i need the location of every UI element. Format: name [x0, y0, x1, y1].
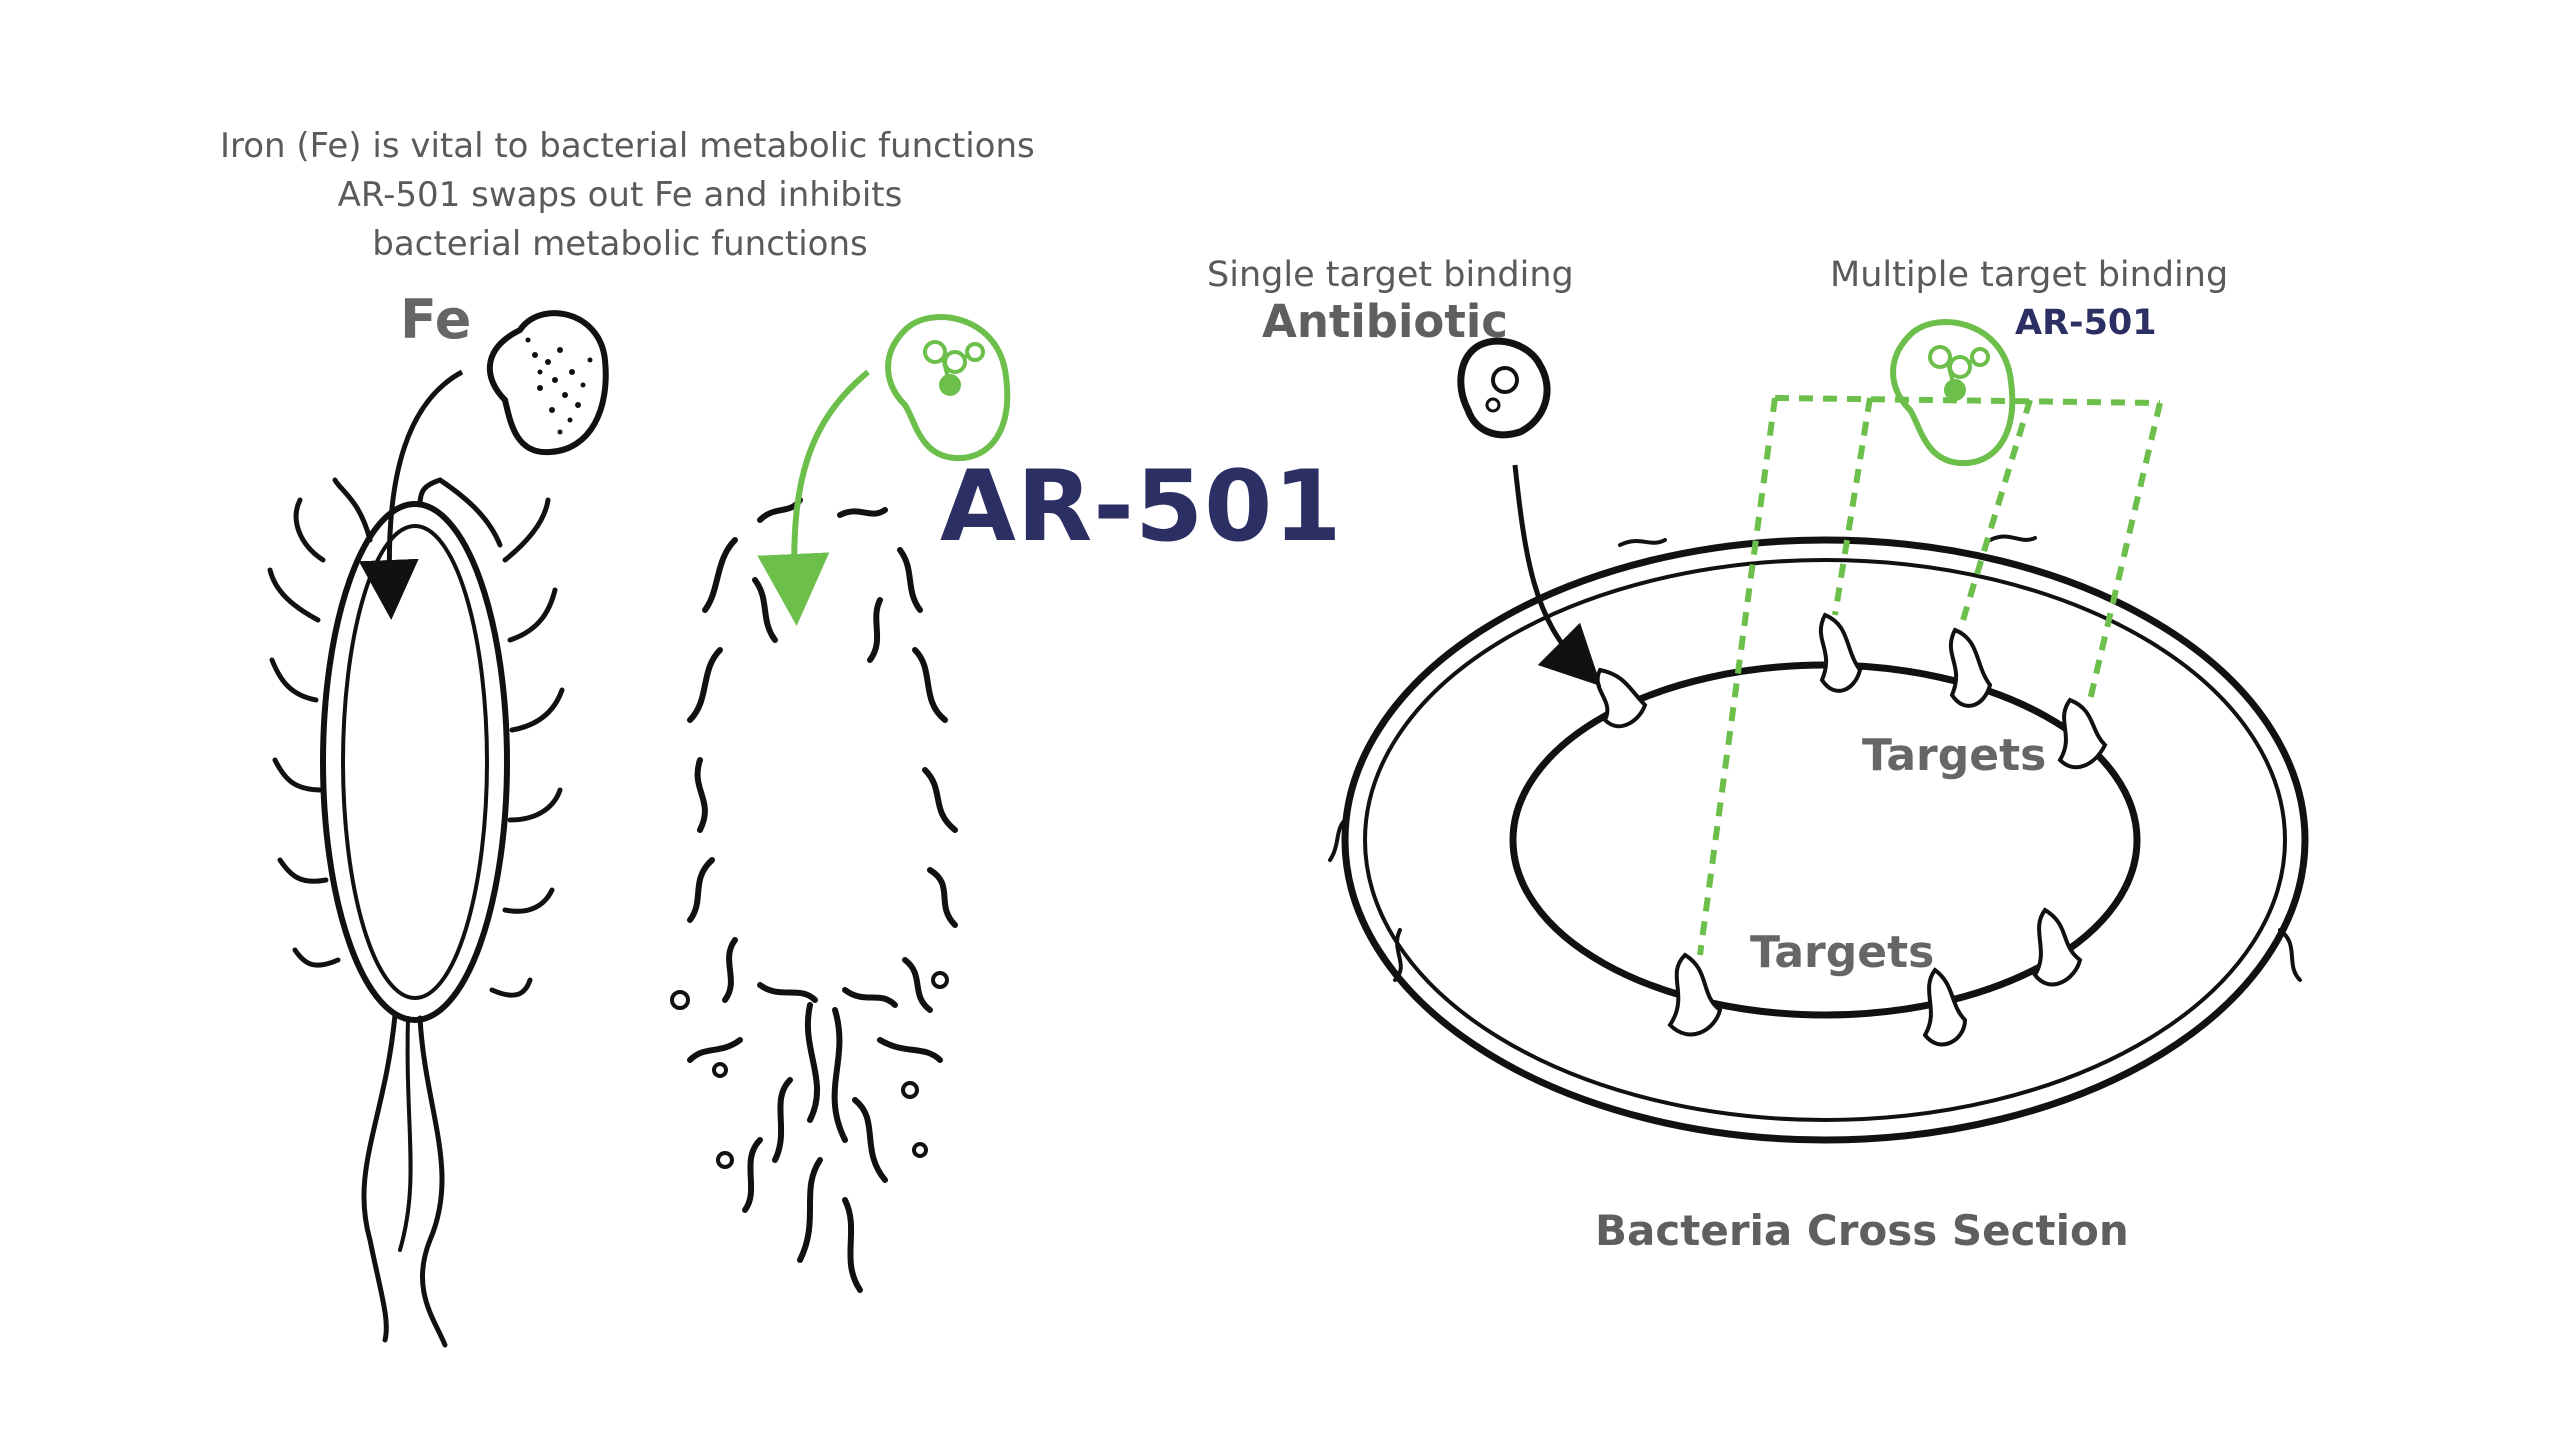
intro-line-1: Iron (Fe) is vital to bacterial metaboli…	[220, 126, 1035, 166]
ar501-small-label: AR-501	[2015, 303, 2157, 343]
targets-label-lower: Targets	[1750, 927, 1935, 978]
bacteria-cross-section	[1328, 534, 2309, 1144]
ar501-arrow	[757, 369, 870, 626]
cross-section-caption: Bacteria Cross Section	[1595, 1206, 2129, 1255]
iron-molecule-icon	[486, 310, 609, 456]
intro-text: Iron (Fe) is vital to bacterial metaboli…	[220, 122, 1035, 269]
target-markers	[1595, 612, 2108, 1047]
intro-line-2: AR-501 swaps out Fe and inhibits	[337, 175, 903, 215]
multiple-target-label: Multiple target binding	[1830, 255, 2229, 295]
debris-fragments	[670, 971, 949, 1169]
ar501-big-label: AR-501	[940, 450, 1343, 564]
antibiotic-label: Antibiotic	[1262, 295, 1508, 348]
targets-label-upper: Targets	[1862, 730, 2047, 781]
antibiotic-arrow	[1512, 464, 1602, 687]
intro-line-3: bacterial metabolic functions	[372, 224, 868, 264]
antibiotic-molecule-icon	[1457, 337, 1551, 439]
iron-arrow	[358, 369, 464, 620]
multi-binding-lines	[1697, 395, 2163, 956]
fe-label: Fe	[400, 288, 472, 351]
healthy-bacterium	[267, 477, 565, 1348]
single-target-label: Single target binding	[1207, 255, 1574, 295]
ar501-multi-molecule-icon	[1890, 319, 2016, 467]
ar501-molecule-icon	[885, 314, 1011, 462]
disrupted-bacterium	[687, 497, 958, 1293]
